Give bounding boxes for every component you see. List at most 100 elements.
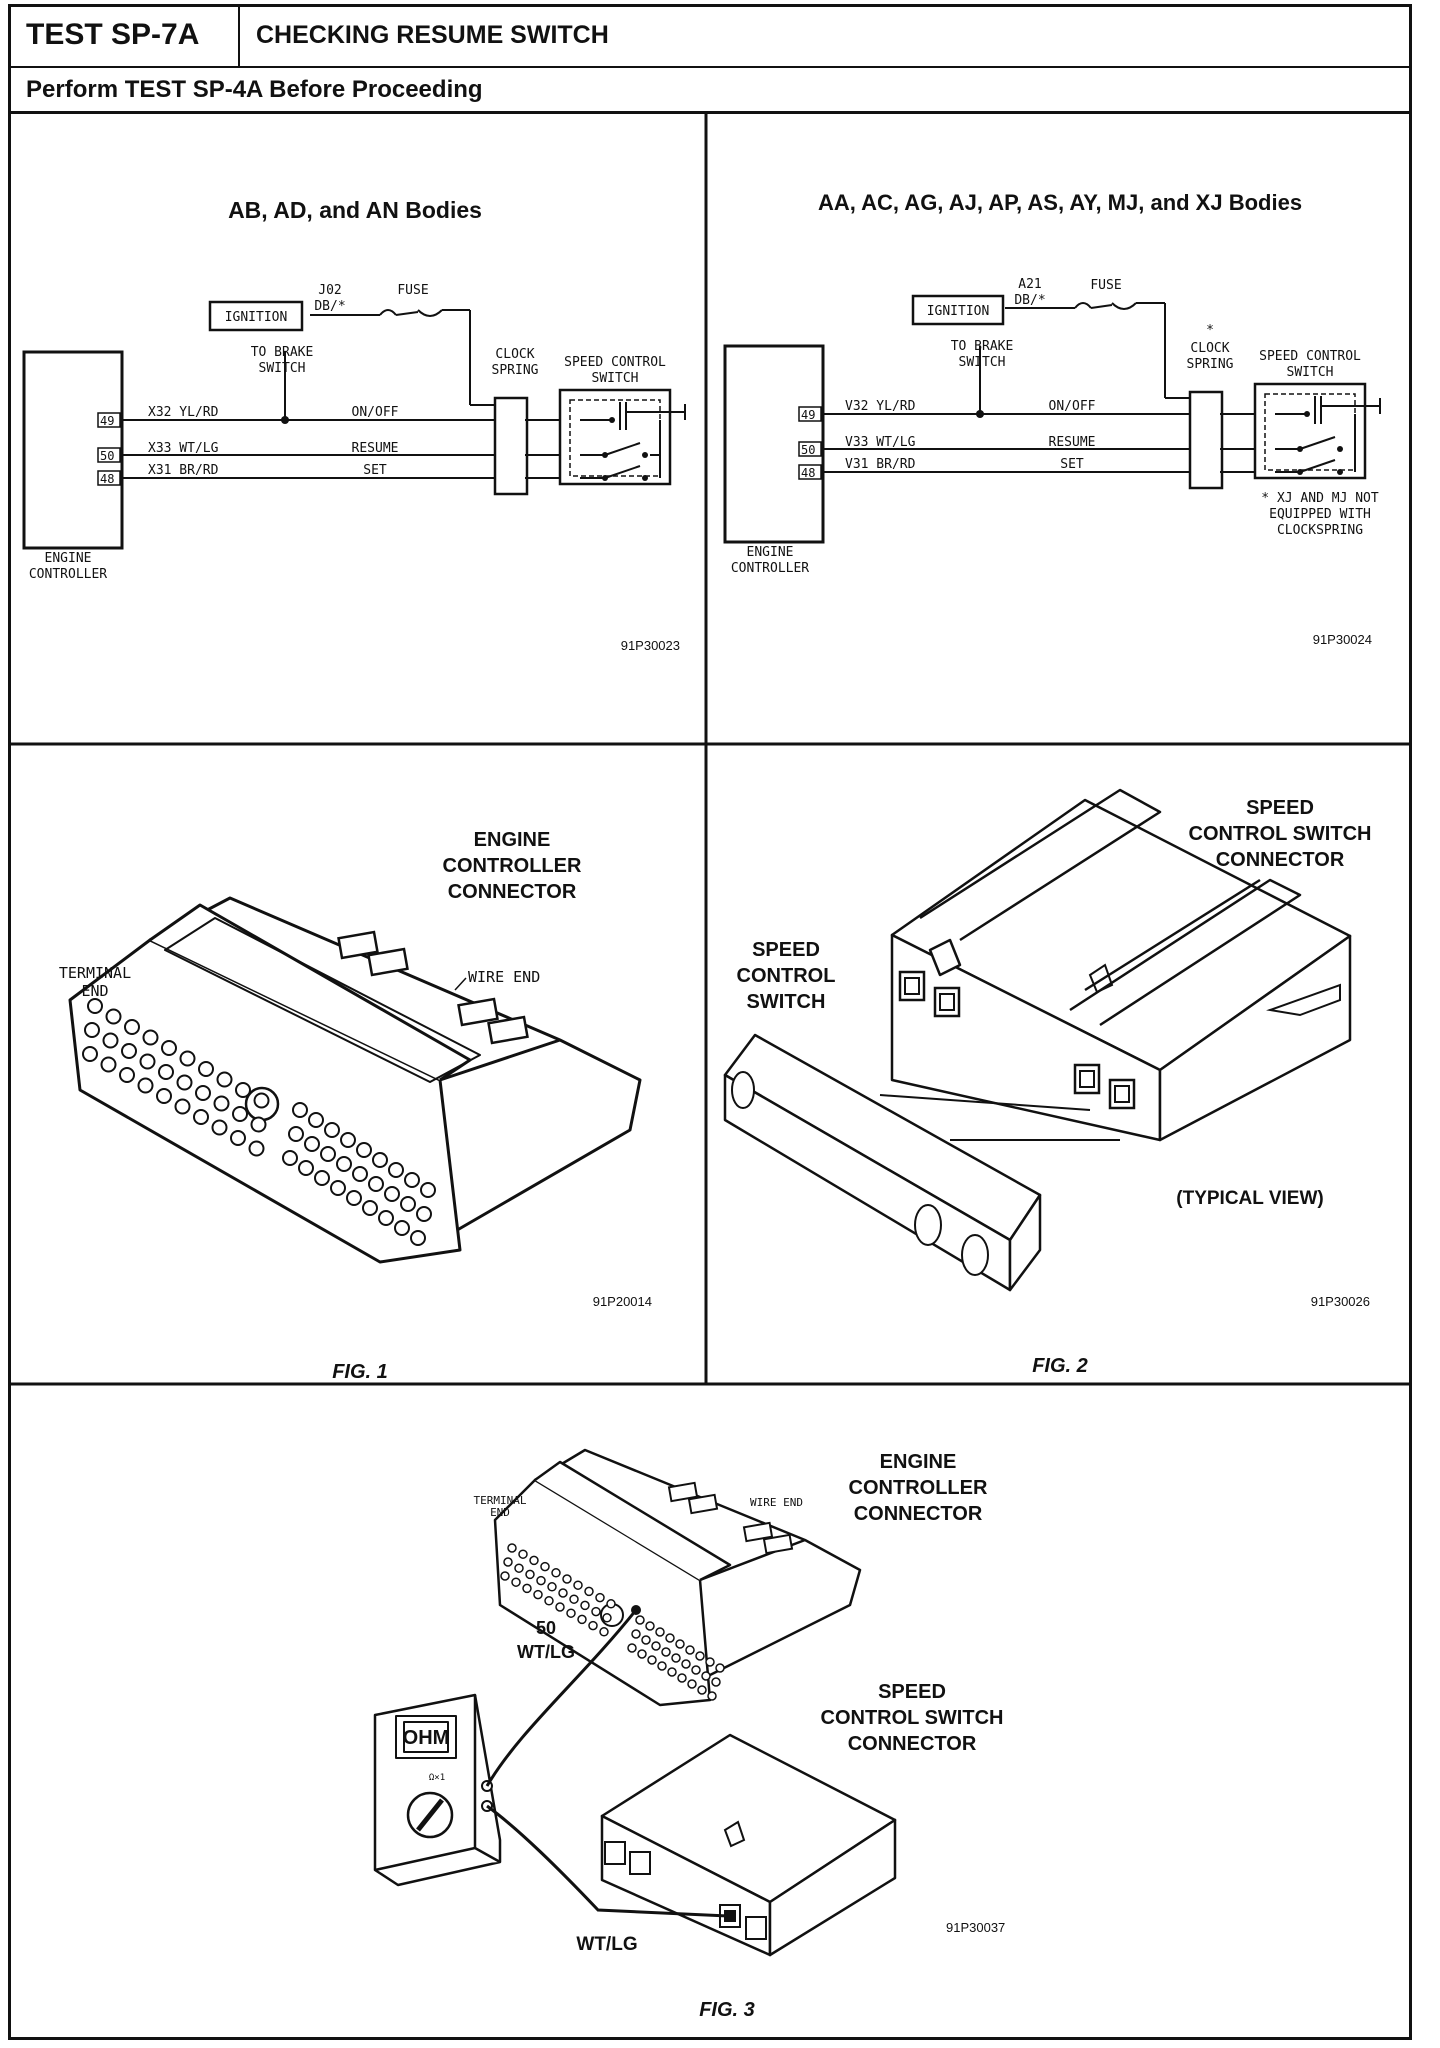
pin-48: 48 (100, 472, 114, 486)
connector-pin (174, 1098, 191, 1115)
connector-pin (298, 1160, 314, 1176)
connector-pin (635, 1615, 645, 1625)
connector-pin (139, 1053, 156, 1070)
panel-grid (8, 114, 1412, 1386)
clock-spring-label-3: SPRING (1187, 357, 1234, 372)
connector-pin (647, 1655, 657, 1665)
connector-pin (119, 1067, 135, 1083)
fig3-ohmmeter-test: ENGINE CONTROLLER CONNECTOR TERMINAL END… (373, 1448, 1005, 2021)
fig3-caption: FIG. 3 (699, 1999, 755, 2021)
controller-label-2: CONTROLLER (29, 567, 107, 582)
connector-pin (282, 1150, 298, 1166)
fig1-title-2: CONTROLLER (443, 855, 582, 877)
connector-pin (687, 1679, 697, 1689)
test-id: TEST SP-7A (8, 4, 240, 66)
fig2-connector-title-3: CONNECTOR (1216, 849, 1345, 871)
engine-controller-box (723, 344, 825, 544)
connector-pin (655, 1627, 665, 1637)
connector-pin (121, 1043, 137, 1059)
terminal-end-label-1: TERMINAL (59, 964, 131, 982)
connector-pin (156, 1088, 172, 1104)
clock-spring-label-2: CLOCK (1190, 341, 1229, 356)
figure-code: 91P30024 (1313, 632, 1372, 647)
connector-pin (384, 1186, 400, 1202)
test-leads (485, 1609, 729, 1918)
fig2-switch-title-1: SPEED (752, 939, 820, 961)
page-frame (8, 4, 1412, 2040)
fig1-title-3: CONNECTOR (448, 881, 577, 903)
test-header: TEST SP-7A CHECKING RESUME SWITCH (8, 4, 1412, 68)
connector-pin (288, 1126, 304, 1142)
speed-switch-label-1: SPEED CONTROL (564, 355, 666, 370)
connector-pin (511, 1577, 521, 1587)
speed-control-switch-box (558, 388, 672, 486)
circuit-color: DB/* (314, 299, 345, 314)
pin-50: 50 (100, 449, 114, 463)
connector-pin (404, 1172, 420, 1188)
connector-pin (569, 1594, 579, 1604)
function-label-2: RESUME (1049, 435, 1096, 450)
connector-pin (161, 1040, 177, 1056)
connector-pin (336, 1156, 352, 1172)
connector-pin (250, 1116, 267, 1133)
wire-label-3: V31 BR/RD (845, 457, 916, 472)
connector-pin (198, 1061, 214, 1077)
connector-pin (691, 1665, 701, 1675)
wire-label-2: V33 WT/LG (845, 435, 916, 450)
connector-pin (715, 1663, 725, 1673)
fig3-switch-title-1: SPEED (878, 1681, 946, 1703)
clock-spring-label-2: SPRING (492, 363, 539, 378)
connector-pin (536, 1575, 546, 1586)
pin-49: 49 (801, 408, 815, 422)
wt-lg-terminal (724, 1910, 736, 1922)
fig1-caption: FIG. 1 (332, 1361, 388, 1383)
speed-switch-label-1: SPEED CONTROL (1259, 349, 1361, 364)
wiring-diagram-right: AA, AC, AG, AJ, AP, AS, AY, MJ, and XJ B… (723, 190, 1381, 647)
brake-switch-label-1: TO BRAKE (951, 339, 1014, 354)
connector-pin (577, 1614, 587, 1625)
connector-pin (213, 1095, 230, 1112)
connector-pin (308, 1112, 324, 1128)
probe-label: WT/LG (576, 1934, 637, 1955)
controller-label-1: ENGINE (747, 545, 794, 560)
fig2-connector-title-1: SPEED (1246, 797, 1314, 819)
ignition-label: IGNITION (927, 304, 990, 319)
wire-label-1: V32 YL/RD (845, 399, 916, 414)
connector-pin (566, 1608, 576, 1618)
circuit-id: J02 (318, 283, 341, 298)
figure-code: 91P20014 (593, 1294, 652, 1309)
terminal-end-label-1: TERMINAL (474, 1494, 527, 1507)
connector-pin (641, 1635, 651, 1645)
connector-pin (500, 1571, 510, 1581)
terminal-end-label-2: END (490, 1506, 510, 1519)
fig2-connector-title-2: CONTROL SWITCH (1189, 823, 1372, 845)
connector-pin (304, 1136, 320, 1152)
figure-code: 91P30037 (946, 1920, 1005, 1935)
connector-pin (627, 1643, 637, 1653)
connector-pin (503, 1557, 513, 1567)
connector-pin (232, 1106, 248, 1122)
clock-spring-label-1: CLOCK (495, 347, 534, 362)
ignition-box (208, 300, 304, 332)
connector-pin (529, 1555, 539, 1566)
connector-pin (525, 1569, 535, 1580)
connector-pin (230, 1130, 246, 1146)
connector-pin (711, 1677, 721, 1687)
pin-label-number: 50 (536, 1618, 556, 1638)
fig3-controller-title-2: CONTROLLER (849, 1477, 988, 1499)
connector-pin (102, 1032, 119, 1049)
connector-pin (562, 1574, 572, 1584)
connector-pin (82, 1046, 98, 1062)
connector-pin (507, 1543, 517, 1553)
function-label-2: RESUME (352, 441, 399, 456)
connector-pin (573, 1580, 583, 1590)
connector-pin (235, 1082, 251, 1098)
fuse-label: FUSE (397, 283, 428, 298)
connector-pin (591, 1606, 601, 1617)
function-label-1: ON/OFF (352, 405, 399, 420)
meter-knob (416, 1798, 444, 1832)
note-line-3: CLOCKSPRING (1277, 523, 1363, 538)
connector-pin (555, 1602, 565, 1612)
connector-pin (522, 1583, 532, 1594)
connector-pin (631, 1629, 641, 1639)
